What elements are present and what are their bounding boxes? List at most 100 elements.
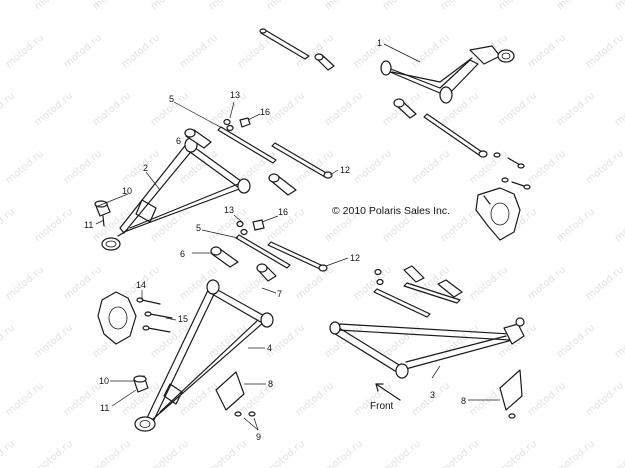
watermark-text: motod.ru xyxy=(178,32,220,70)
watermark-text: motod.ru xyxy=(584,264,625,302)
pivot-rod-5-upper xyxy=(217,126,277,164)
pivot-rod-right-upper xyxy=(423,113,488,158)
watermark-text: motod.ru xyxy=(613,90,625,128)
small-hardware-right xyxy=(493,152,531,190)
callout-12-upper: 12 xyxy=(340,165,350,175)
lower-a-arm-part-4 xyxy=(134,279,274,432)
callout-6-upper: 6 xyxy=(176,136,181,146)
watermark-text: motod.ru xyxy=(526,148,568,186)
spindle-knuckle-left xyxy=(97,291,137,345)
watermark-text: motod.ru xyxy=(555,206,597,244)
watermark-text: motod.ru xyxy=(62,32,104,70)
watermark-text: motod.ru xyxy=(294,264,336,302)
bushing-right-upper xyxy=(393,98,417,119)
watermark-text: motod.ru xyxy=(4,32,46,70)
watermark-text: motod.ru xyxy=(584,380,625,418)
watermark-text: motod.ru xyxy=(207,0,249,12)
callout-5-upper: 5 xyxy=(169,94,174,104)
callout-4: 4 xyxy=(267,343,272,353)
callout-8-right: 8 xyxy=(461,396,466,406)
watermark-text: motod.ru xyxy=(613,206,625,244)
watermark-text: motod.ru xyxy=(4,148,46,186)
bushing-7-area xyxy=(256,263,277,282)
skid-plate-8-left xyxy=(215,371,245,411)
bolts-14-15 xyxy=(136,297,173,333)
pivot-rod-12-upper xyxy=(271,142,333,179)
watermark-text: motod.ru xyxy=(352,264,394,302)
pivot-rod-5-lower xyxy=(235,234,291,269)
copyright-notice: © 2010 Polaris Sales Inc. xyxy=(332,205,450,217)
bolts-9 xyxy=(234,411,256,417)
callout-14: 14 xyxy=(136,280,146,290)
pivot-tube-top xyxy=(259,28,310,60)
front-label: Front xyxy=(370,401,394,412)
hardware-13-16-lower xyxy=(236,219,265,236)
watermark-text: motod.ru xyxy=(178,380,220,418)
callout-13-lower: 13 xyxy=(224,205,234,215)
leader-lines xyxy=(95,43,500,431)
watermark-text: motod.ru xyxy=(91,0,133,12)
watermark-text: motod.ru xyxy=(0,206,17,244)
watermark-text: motod.ru xyxy=(120,148,162,186)
callout-2: 2 xyxy=(143,163,148,173)
watermark-text: motod.ru xyxy=(236,32,278,70)
watermark-text: motod.ru xyxy=(91,90,133,128)
callout-3: 3 xyxy=(430,390,435,400)
watermark-text: motod.ru xyxy=(323,0,365,12)
watermark-text: motod.ru xyxy=(149,0,191,12)
watermark-text: motod.ru xyxy=(0,322,17,360)
watermark-text: motod.ru xyxy=(265,438,307,468)
callout-11-upper: 11 xyxy=(84,220,93,230)
watermark-text: motod.ru xyxy=(613,0,625,12)
watermark-text: motod.ru xyxy=(526,32,568,70)
watermark-text: motod.ru xyxy=(439,438,481,468)
callout-7: 7 xyxy=(277,289,282,299)
watermark-text: motod.ru xyxy=(33,90,75,128)
bushing-mid xyxy=(268,173,297,196)
watermark-text: motod.ru xyxy=(468,264,510,302)
watermark-text: motod.ru xyxy=(4,380,46,418)
watermark-text: motod.ru xyxy=(149,438,191,468)
watermark-text: motod.ru xyxy=(265,90,307,128)
bushing-6-lower xyxy=(210,246,239,268)
callout-1: 1 xyxy=(377,38,382,48)
callout-16-upper: 16 xyxy=(260,107,270,117)
watermark-text: motod.ru xyxy=(555,90,597,128)
callout-10-upper: 10 xyxy=(122,186,132,196)
watermark-text: motod.ru xyxy=(381,0,423,12)
watermark-text: motod.ru xyxy=(323,438,365,468)
watermark-text: motod.ru xyxy=(584,32,625,70)
watermark-text: motod.ru xyxy=(555,0,597,12)
watermark-text: motod.ru xyxy=(207,438,249,468)
watermark-text: motod.ru xyxy=(0,438,17,468)
pivot-rod-12-lower xyxy=(267,241,328,272)
callout-6-lower: 6 xyxy=(180,249,185,259)
watermark-text: motod.ru xyxy=(265,322,307,360)
watermark-text: motod.ru xyxy=(497,0,539,12)
watermark-text: motod.ru xyxy=(526,380,568,418)
watermark-text: motod.ru xyxy=(584,148,625,186)
watermark-text: motod.ru xyxy=(33,438,75,468)
callout-labels: 1 2 3 4 5 5 6 6 7 8 8 9 10 10 11 11 12 1… xyxy=(84,38,466,442)
upper-a-arm-part-1 xyxy=(380,45,515,104)
front-direction-arrow xyxy=(375,383,401,401)
watermark-text: motod.ru xyxy=(323,322,365,360)
callout-12-lower: 12 xyxy=(350,253,360,263)
watermark-text: motod.ru xyxy=(62,380,104,418)
watermark-text: motod.ru xyxy=(613,438,625,468)
watermark-text: motod.ru xyxy=(236,264,278,302)
bushing-6-upper xyxy=(184,128,212,149)
watermark-text: motod.ru xyxy=(62,264,104,302)
watermark-text: motod.ru xyxy=(33,0,75,12)
watermark-text: motod.ru xyxy=(555,438,597,468)
watermark-text: motod.ru xyxy=(62,148,104,186)
watermark-text: motod.ru xyxy=(497,90,539,128)
callout-8-left: 8 xyxy=(268,379,273,389)
spindle-knuckle-right xyxy=(475,187,521,241)
watermark-text: motod.ru xyxy=(294,380,336,418)
watermark-text: motod.ru xyxy=(352,148,394,186)
ball-joint-lower-left xyxy=(133,375,149,393)
watermark-text: motod.ru xyxy=(33,206,75,244)
